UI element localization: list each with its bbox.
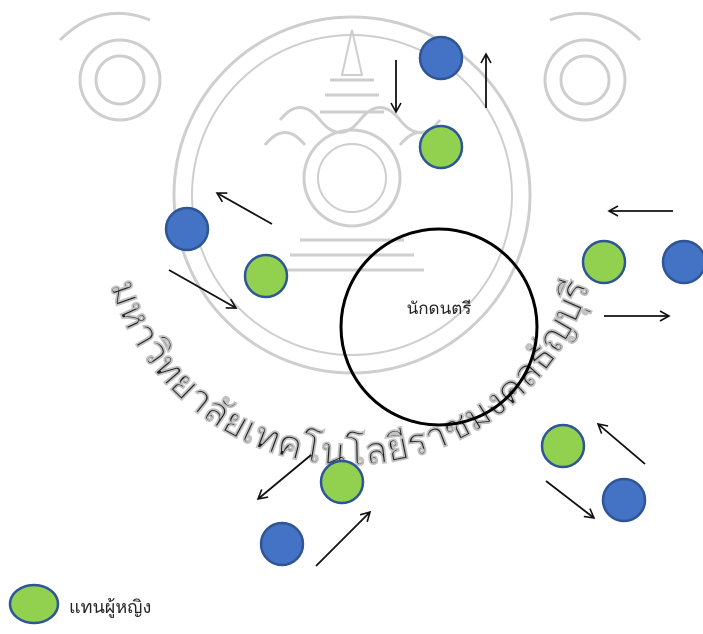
arrow-down-left xyxy=(256,454,312,501)
female-circle xyxy=(418,124,464,170)
female-circle xyxy=(540,423,586,469)
arrow-down-right xyxy=(545,480,596,520)
arrow-up-left xyxy=(596,422,646,465)
legend-female-label: แทนผู้หญิง xyxy=(69,597,151,618)
female-circle xyxy=(581,239,627,285)
arrow-down-right xyxy=(168,269,238,309)
male-icons xyxy=(164,35,703,567)
female-circle xyxy=(319,459,365,505)
male-circle xyxy=(661,239,703,285)
musician-label: นักดนตรี xyxy=(407,299,472,319)
legend-female-swatch xyxy=(8,583,60,625)
female-circle xyxy=(243,253,289,299)
arrow-up-right xyxy=(315,510,372,567)
male-circle xyxy=(164,206,210,252)
arrow-up-left xyxy=(215,192,273,225)
legend: แทนผู้หญิง xyxy=(8,583,151,625)
male-circle xyxy=(418,35,464,81)
male-circle xyxy=(601,477,647,523)
male-circle xyxy=(259,521,305,567)
movement-arrows xyxy=(168,52,673,567)
musician-circle xyxy=(339,227,539,427)
female-icons xyxy=(243,124,627,505)
